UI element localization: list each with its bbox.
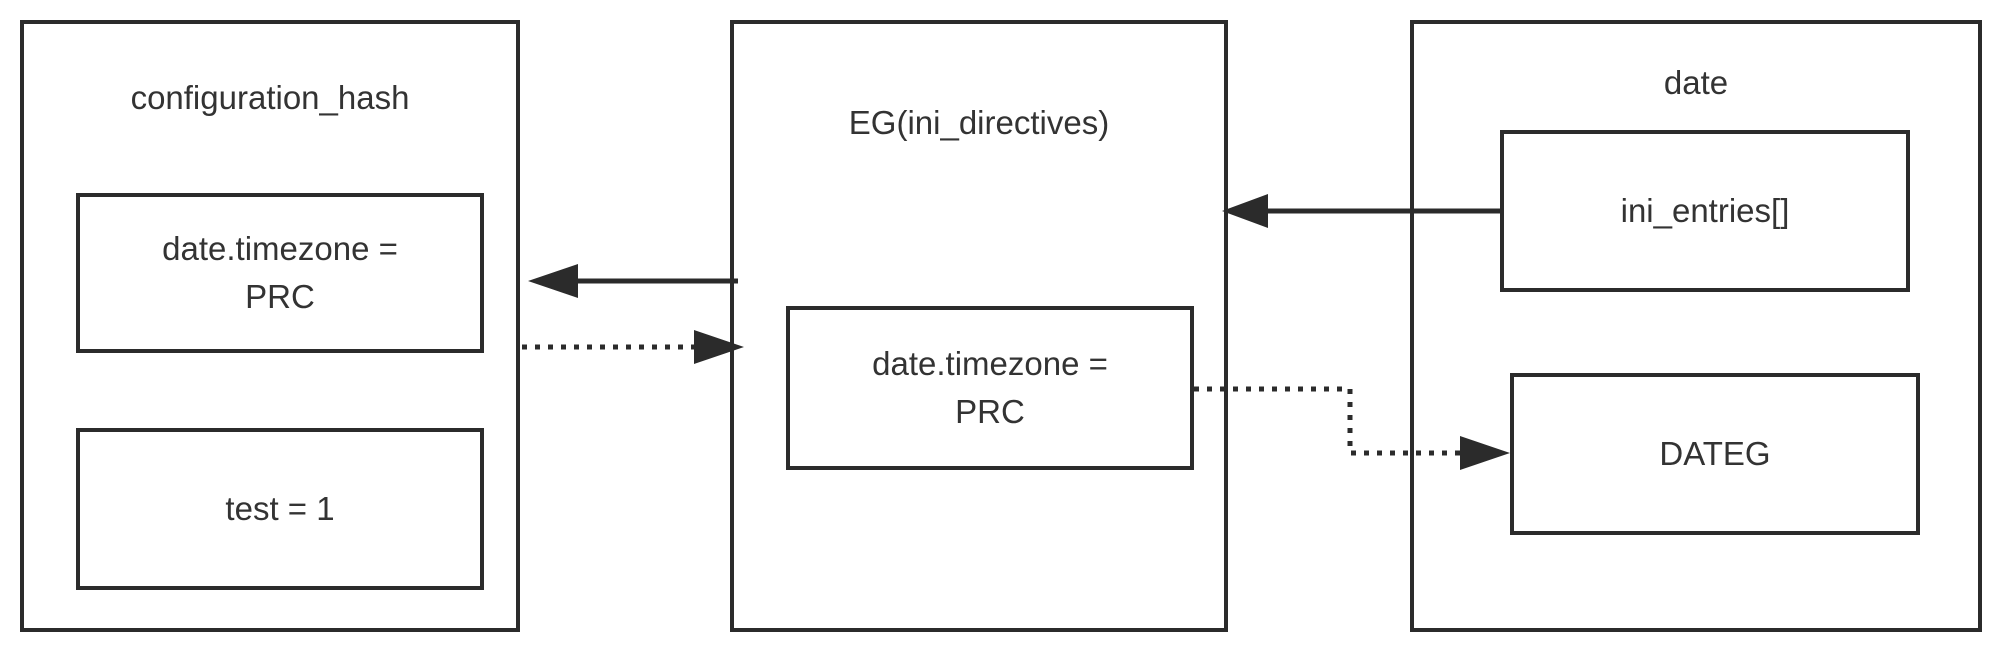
configuration-hash-title: configuration_hash xyxy=(130,79,410,116)
eg-to-config-arrowhead xyxy=(528,264,578,298)
eg-timezone-line1: date.timezone = xyxy=(872,345,1108,382)
dateg-line1: DATEG xyxy=(1659,435,1771,472)
config-timezone-box: date.timezone = PRC xyxy=(76,193,484,353)
dateg-text: DATEG xyxy=(1514,377,1916,531)
date-title: date xyxy=(1663,64,1729,101)
ini-entries-text: ini_entries[] xyxy=(1504,134,1906,288)
eg-timezone-line2: PRC xyxy=(955,393,1025,430)
config-timezone-text: date.timezone = PRC xyxy=(80,197,480,349)
config-test-line1: test = 1 xyxy=(225,490,335,527)
ini-entries-box: ini_entries[] xyxy=(1500,130,1910,292)
config-timezone-line2: PRC xyxy=(245,278,315,315)
eg-timezone-box: date.timezone = PRC xyxy=(786,306,1194,470)
eg-timezone-text: date.timezone = PRC xyxy=(790,310,1190,466)
eg-ini-directives-title: EG(ini_directives) xyxy=(848,104,1110,141)
config-timezone-line1: date.timezone = xyxy=(162,230,398,267)
dateg-box: DATEG xyxy=(1510,373,1920,535)
ini-entries-to-eg-arrowhead xyxy=(1222,194,1268,228)
config-test-text: test = 1 xyxy=(80,432,480,586)
date-container: date xyxy=(1410,20,1982,632)
config-test-box: test = 1 xyxy=(76,428,484,590)
ini-entries-line1: ini_entries[] xyxy=(1620,192,1790,229)
